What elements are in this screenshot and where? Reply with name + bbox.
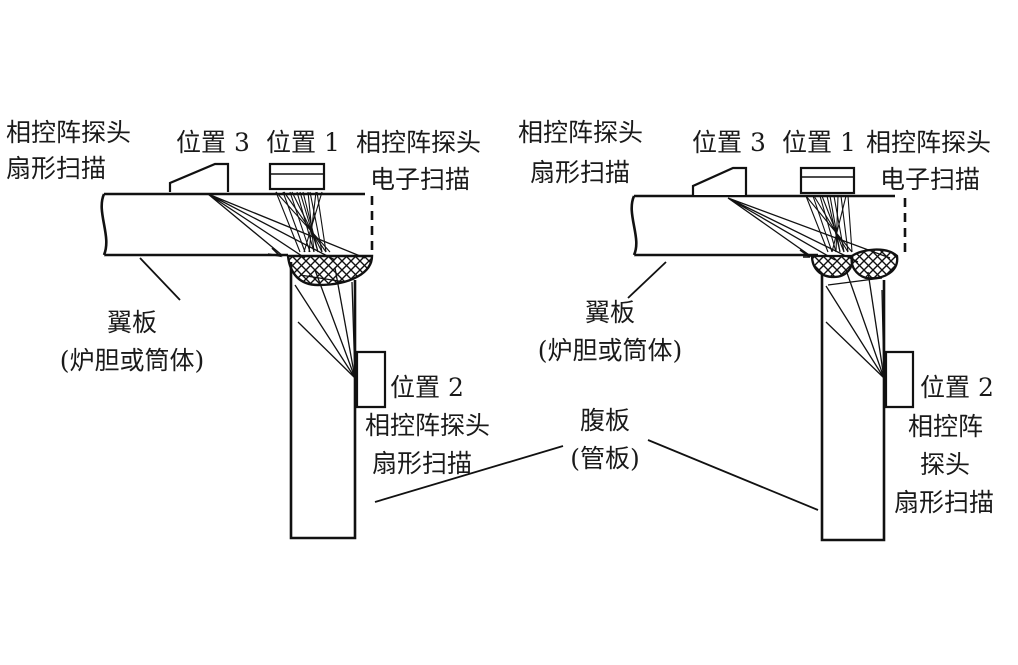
left-flange-label-line1: 翼板 xyxy=(106,308,157,337)
right-flange-label-line1: 翼板 xyxy=(584,298,635,327)
right-probe-sector-top-line2: 扇形扫描 xyxy=(530,158,631,187)
left-probe-electronic-line1: 相控阵探头 xyxy=(356,128,482,157)
left-flange-label-line2: (炉胆或筒体) xyxy=(59,346,205,375)
left-sector-scan-beams-pos3 xyxy=(207,193,366,261)
right-pos2-label: 位置 2 xyxy=(920,373,994,402)
left-sector-scan-beams-pos2 xyxy=(294,267,356,379)
web-plate-label-line2: (管板) xyxy=(570,444,640,473)
left-pos3-label: 位置 3 xyxy=(176,128,250,157)
right-weld-inner xyxy=(810,254,854,279)
left-probe-pos3 xyxy=(168,162,230,192)
left-pos2-label: 位置 2 xyxy=(390,373,464,402)
right-web-plate xyxy=(820,275,886,542)
right-probe-pos2 xyxy=(884,350,915,409)
left-diagram xyxy=(100,162,387,540)
left-pos1-label: 位置 1 xyxy=(266,128,340,157)
right-probe-pos1 xyxy=(799,166,856,195)
left-flange-leader xyxy=(139,257,181,301)
right-flange-plate xyxy=(630,194,895,257)
right-pos1-label: 位置 1 xyxy=(782,128,856,157)
web-plate-label-line1: 腹板 xyxy=(579,406,630,435)
right-probe-electronic-line2: 电子扫描 xyxy=(880,165,981,194)
right-probe-electronic-line1: 相控阵探头 xyxy=(866,128,992,157)
right-diagram xyxy=(627,166,915,542)
left-probe-pos2 xyxy=(355,350,387,409)
left-probe-pos1 xyxy=(268,162,326,191)
right-probe-pos3 xyxy=(691,166,748,195)
right-flange-label-line2: (炉胆或筒体) xyxy=(537,336,683,365)
left-probe-sector-top-line1: 相控阵探头 xyxy=(6,118,132,147)
right-probe-sector-side-line2: 探头 xyxy=(920,450,971,479)
right-electronic-scan-beams xyxy=(805,195,853,253)
left-probe-electronic-line2: 电子扫描 xyxy=(370,165,471,194)
right-probe-sector-top-line1: 相控阵探头 xyxy=(518,118,644,147)
right-pos3-label: 位置 3 xyxy=(692,128,766,157)
web-leader-left xyxy=(374,445,564,503)
left-weld xyxy=(286,254,374,287)
left-probe-sector-side-line2: 扇形扫描 xyxy=(372,449,473,478)
right-weld-outer xyxy=(850,248,899,280)
right-sector-scan-beams-pos3 xyxy=(727,197,891,263)
web-leader-right xyxy=(647,439,819,511)
left-electronic-scan-beams xyxy=(275,191,331,253)
right-probe-sector-side-line1: 相控阵 xyxy=(908,412,984,441)
left-web-plate xyxy=(289,262,357,540)
left-probe-sector-side-line1: 相控阵探头 xyxy=(365,411,491,440)
right-flange-leader xyxy=(627,261,667,299)
right-sector-scan-beams-pos2 xyxy=(825,269,885,379)
right-probe-sector-side-line3: 扇形扫描 xyxy=(894,488,995,517)
left-probe-sector-top-line2: 扇形扫描 xyxy=(6,154,107,183)
